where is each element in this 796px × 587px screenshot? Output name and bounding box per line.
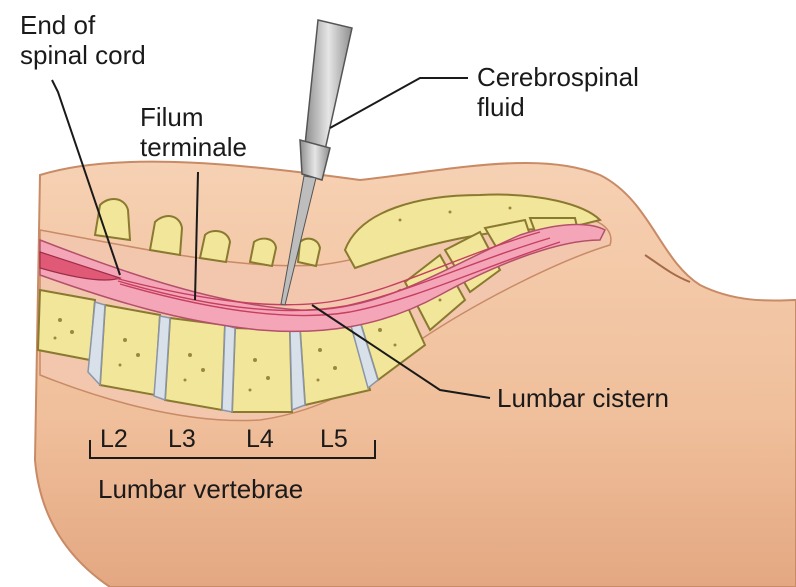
leader-csf (330, 78, 468, 128)
label-filum-terminale-line2: terminale (140, 132, 247, 162)
needle-hub (305, 20, 352, 150)
label-end-of-spinal-cord-line2: spinal cord (20, 40, 146, 70)
label-lumbar-vertebrae: Lumbar vertebrae (98, 474, 303, 504)
label-end-of-spinal-cord-line1: End of (20, 10, 146, 40)
label-vertebra-l3: L3 (168, 425, 196, 453)
label-cerebrospinal-fluid: Cerebrospinal fluid (477, 62, 639, 122)
label-csf-line2: fluid (477, 92, 639, 122)
label-vertebra-l2: L2 (100, 425, 128, 453)
label-filum-terminale-line1: Filum (140, 102, 247, 132)
label-end-of-spinal-cord: End of spinal cord (20, 10, 146, 70)
label-csf-line1: Cerebrospinal (477, 62, 639, 92)
label-vertebra-l4: L4 (246, 425, 274, 453)
label-vertebra-l5: L5 (320, 425, 348, 453)
label-lumbar-cistern: Lumbar cistern (497, 383, 669, 413)
label-filum-terminale: Filum terminale (140, 102, 247, 162)
